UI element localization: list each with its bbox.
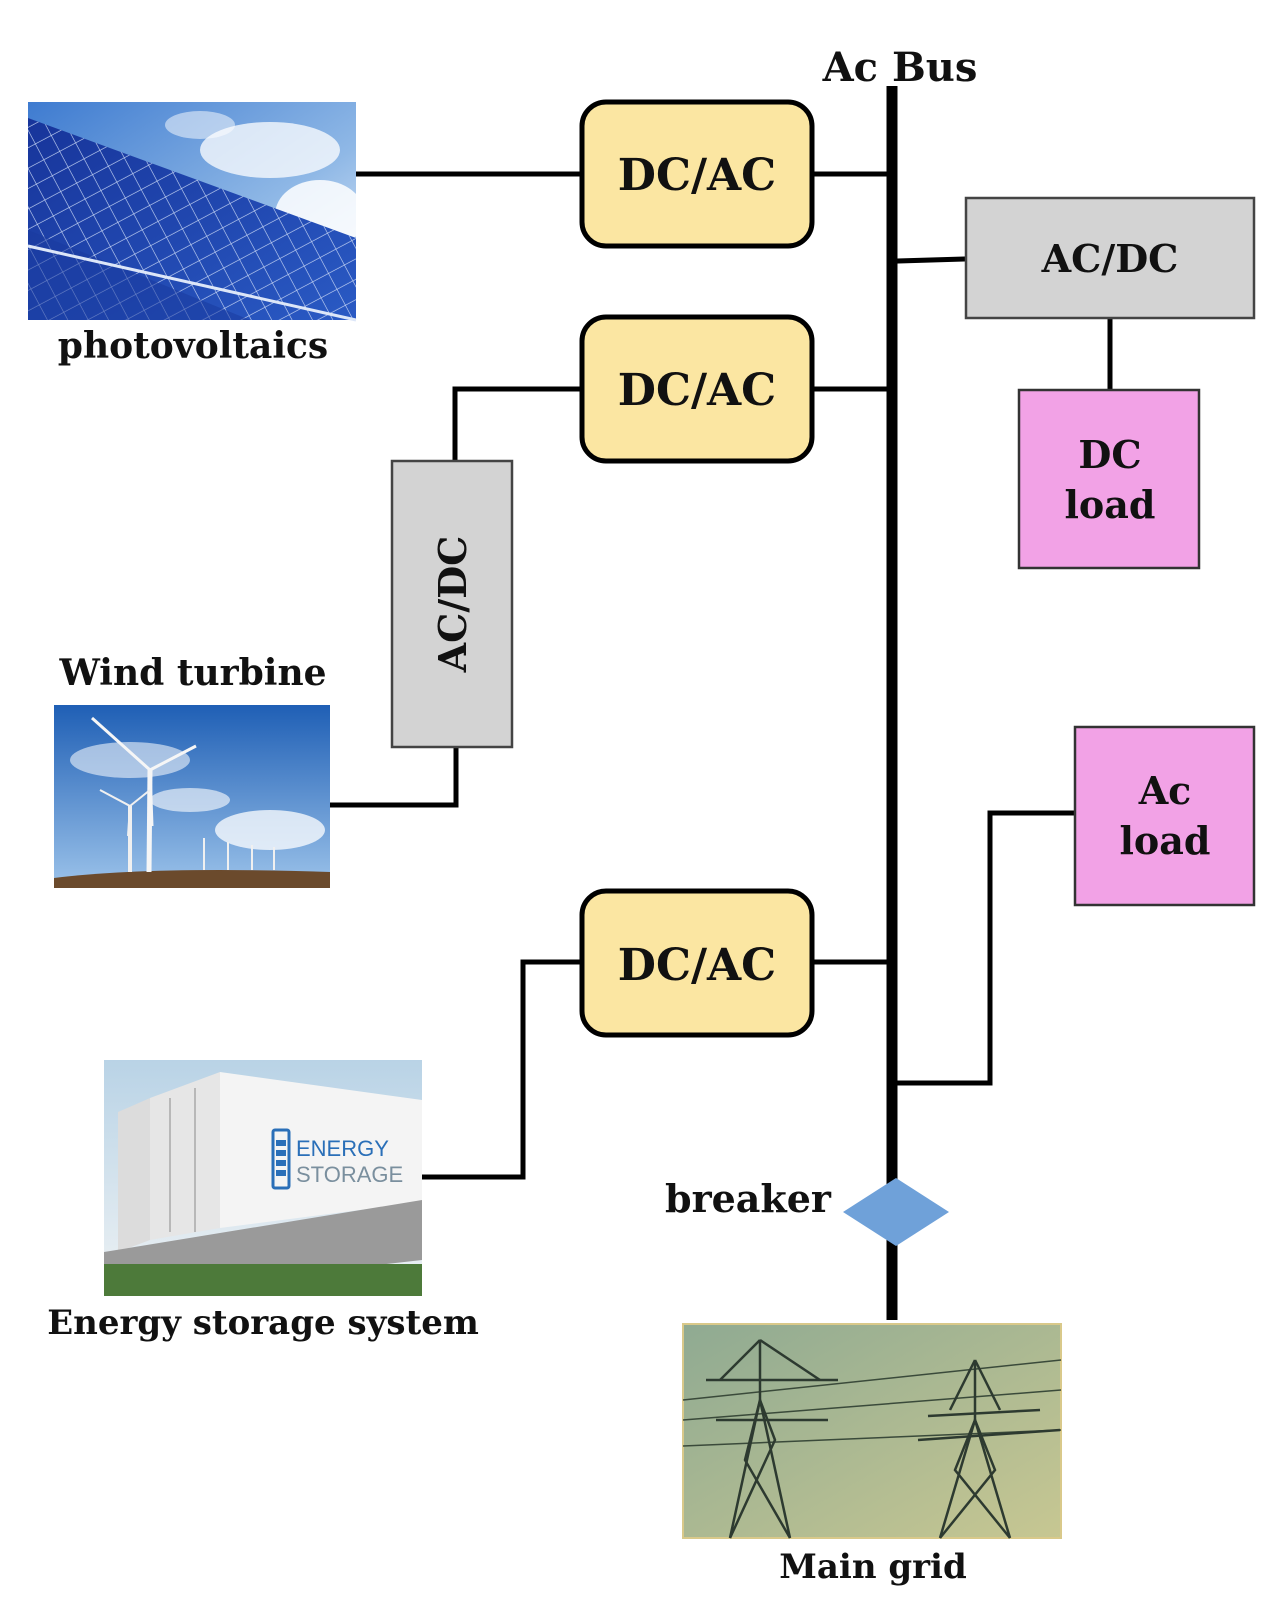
transmission-tower-photo xyxy=(682,1323,1062,1539)
inverter-dcac-1: DC/AC xyxy=(579,99,815,249)
wire-bus-to-ac-load xyxy=(894,810,1078,1086)
solar-panel-photo xyxy=(27,102,365,322)
rectifier-acdc-wind: AC/DC xyxy=(390,459,514,749)
wire-wind-to-rectifier xyxy=(327,744,459,808)
rectifier-acdc-load-label: AC/DC xyxy=(1041,236,1179,281)
breaker-diamond xyxy=(843,1178,949,1246)
wind-turbine-label: Wind turbine xyxy=(58,652,326,694)
rectifier-acdc-wind-label: AC/DC xyxy=(430,536,475,674)
dc-load-line1: DC xyxy=(1078,432,1141,477)
inverter-dcac-1-label: DC/AC xyxy=(618,150,776,201)
rectifier-acdc-load: AC/DC xyxy=(964,196,1256,320)
breaker-label: breaker xyxy=(665,1176,832,1221)
photovoltaics-label: photovoltaics xyxy=(58,325,328,367)
storage-sign-line1: ENERGY xyxy=(296,1136,389,1161)
inverter-dcac-2-label: DC/AC xyxy=(618,365,776,416)
wire-storage-to-inverter3 xyxy=(418,959,584,1180)
wire-bus-to-rectifier xyxy=(894,256,969,264)
wind-turbine-photo xyxy=(54,705,330,888)
dc-load-line2: load xyxy=(1065,482,1156,527)
ac-load-line2: load xyxy=(1120,818,1211,863)
inverter-dcac-3: DC/AC xyxy=(579,888,815,1038)
dc-load-box: DC load xyxy=(1017,388,1201,570)
energy-storage-photo: ENERGY STORAGE xyxy=(104,1060,422,1296)
energy-storage-label: Energy storage system xyxy=(47,1303,479,1343)
main-grid-label: Main grid xyxy=(779,1547,967,1587)
ac-load-line1: Ac xyxy=(1138,768,1192,813)
wire-rectifier-to-inverter2 xyxy=(452,386,584,464)
ac-load-box: Ac load xyxy=(1073,725,1256,907)
inverter-dcac-3-label: DC/AC xyxy=(618,940,776,991)
storage-sign-line2: STORAGE xyxy=(296,1162,403,1187)
ac-bus-label: Ac Bus xyxy=(822,44,978,91)
inverter-dcac-2: DC/AC xyxy=(579,314,815,464)
connection-wires xyxy=(327,171,1113,1180)
